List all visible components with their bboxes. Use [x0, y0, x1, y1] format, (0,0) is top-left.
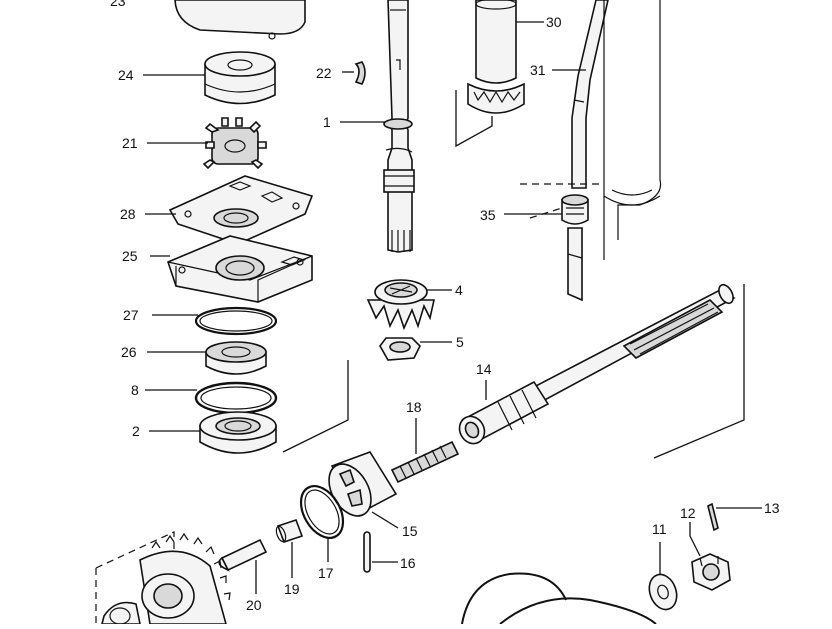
housing-top-fragment [174, 0, 306, 40]
label-35: 35 [480, 207, 496, 223]
label-4: 4 [455, 282, 463, 298]
part-35-grommet [561, 194, 589, 302]
label-11: 11 [652, 521, 667, 537]
part-26-seal [205, 341, 267, 375]
part-22-key [354, 61, 366, 85]
part-19-follower [275, 518, 304, 544]
label-16: 16 [400, 555, 416, 571]
leader-15 [371, 511, 399, 529]
part-12-castle-nut [691, 553, 731, 591]
assembly-bracket-shaft [653, 284, 745, 459]
part-4-pinion-gear [366, 279, 435, 331]
label-23: 23 [110, 0, 126, 9]
part-21-impeller [202, 117, 267, 170]
part-15-dog-clutch [328, 451, 398, 517]
label-28: 28 [120, 206, 136, 222]
label-12: 12 [680, 505, 696, 521]
label-31: 31 [530, 62, 546, 78]
label-30: 30 [546, 14, 562, 30]
propeller-shaft [484, 283, 736, 425]
part-14-clutch-dog [458, 380, 550, 445]
forward-gear-assembly [95, 531, 231, 625]
label-8: 8 [131, 382, 139, 398]
label-15: 15 [402, 523, 418, 539]
label-14: 14 [476, 361, 492, 377]
part-17-clip-ring [299, 485, 345, 539]
label-13: 13 [764, 500, 780, 516]
part-24-pump-cup [204, 51, 276, 105]
part-5-nut [379, 337, 421, 361]
part-31-water-tube [571, 0, 609, 189]
part-20-plunger [218, 538, 268, 572]
leader-12 [689, 522, 701, 557]
part-16-pin [363, 531, 371, 573]
part-11-washer [648, 573, 678, 611]
label-22: 22 [316, 65, 332, 81]
dash-guide-35 [520, 183, 600, 219]
assembly-bracket-pump [282, 360, 349, 453]
label-1: 1 [323, 114, 331, 130]
label-24: 24 [118, 67, 134, 83]
label-19: 19 [284, 581, 300, 597]
lower-housing-ring [461, 572, 657, 625]
label-5: 5 [456, 334, 464, 350]
label-26: 26 [121, 344, 137, 360]
part-27-o-ring [194, 306, 278, 336]
label-21: 21 [122, 135, 138, 151]
label-2: 2 [132, 423, 140, 439]
part-2-bearing [199, 411, 277, 454]
label-18: 18 [406, 399, 422, 415]
part-30-tube [467, 0, 525, 114]
casing-outline-right [603, 0, 662, 260]
part-28-plate [168, 175, 314, 245]
part-1-drive-shaft [383, 0, 415, 253]
part-25-pump-housing [167, 235, 313, 303]
label-27: 27 [123, 307, 139, 323]
label-20: 20 [246, 597, 262, 613]
label-17: 17 [318, 565, 334, 581]
part-18-spring [390, 440, 460, 484]
assembly-bracket-tube [455, 90, 493, 148]
part-13-cotter-pin [707, 502, 719, 532]
part-8-ring [194, 381, 278, 415]
label-25: 25 [122, 248, 138, 264]
